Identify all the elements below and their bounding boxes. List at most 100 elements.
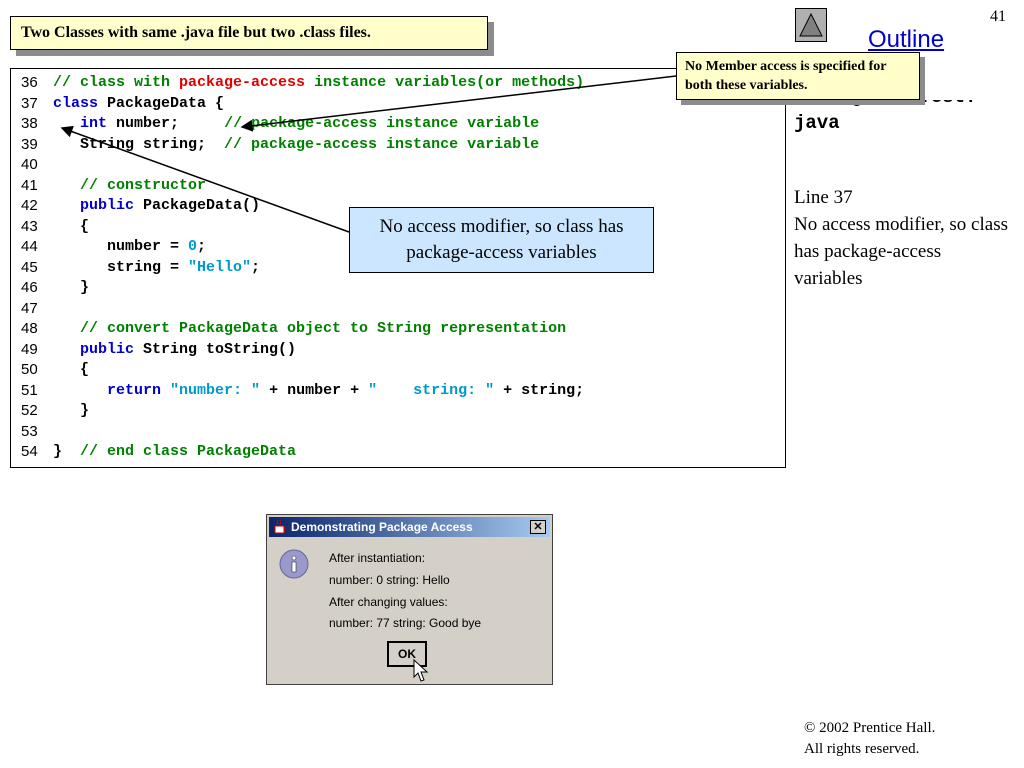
side-note: No access modifier, so class has package… <box>794 214 1008 289</box>
code-token: class <box>53 94 99 112</box>
dialog-title-bar: Demonstrating Package Access ✕ <box>269 517 550 537</box>
code-text: } // end class PackageData <box>53 442 296 462</box>
info-icon <box>279 549 309 579</box>
side-file-name: PackageDataTest. java <box>794 100 1020 136</box>
dialog-message-line: After changing values: <box>329 595 448 609</box>
code-token: "number: " <box>170 381 261 399</box>
code-token: + string; <box>494 381 585 399</box>
line-number: 36 <box>21 74 38 91</box>
copyright: © 2002 Prentice Hall. All rights reserve… <box>804 718 935 760</box>
code-token: // constructor <box>53 176 207 194</box>
line-number: 52 <box>21 402 38 419</box>
mouse-cursor-icon <box>413 659 429 682</box>
code-text: { <box>53 360 89 380</box>
side-file-name-line2: java <box>794 112 840 134</box>
code-token: } <box>53 279 90 296</box>
code-token: // package-access instance variable <box>224 135 540 153</box>
code-text: number = 0; <box>53 237 206 257</box>
code-token <box>53 341 80 358</box>
code-token: PackageData { <box>98 94 225 112</box>
class-access-callout: No access modifier, so class has package… <box>349 207 654 273</box>
code-token: return <box>107 381 162 399</box>
code-token: int <box>80 115 108 132</box>
code-token: package-access <box>179 74 306 91</box>
code-token <box>53 382 107 399</box>
dialog-message-line: After instantiation: <box>329 551 426 565</box>
line-number: 46 <box>21 279 38 296</box>
line-number: 47 <box>21 299 38 317</box>
code-token: + number + <box>260 381 369 399</box>
code-token: } <box>53 443 81 460</box>
code-token: // convert PackageData object to String … <box>53 320 567 337</box>
code-text: return "number: " + number + " string: "… <box>53 381 584 401</box>
code-text: // convert PackageData object to String … <box>53 319 566 339</box>
code-token: "Hello" <box>188 258 252 276</box>
code-token <box>53 115 80 132</box>
code-text: public String toString() <box>53 340 296 360</box>
line-number: 42 <box>21 197 38 214</box>
code-token <box>161 382 170 399</box>
line-number: 45 <box>21 258 38 276</box>
code-token: public <box>80 197 135 214</box>
code-token: { <box>53 217 90 235</box>
code-token: instance variables(or methods) <box>305 74 585 91</box>
code-token: PackageData() <box>134 197 261 214</box>
side-line-ref: Line 37 <box>794 187 853 208</box>
line-number: 43 <box>21 217 38 235</box>
line-number: 48 <box>21 320 38 337</box>
code-text: class PackageData { <box>53 94 224 114</box>
code-token: // end class PackageData <box>80 443 297 460</box>
code-token: } <box>53 402 90 419</box>
member-access-callout: No Member access is specified for both t… <box>676 52 920 100</box>
code-token: " string: " <box>368 381 495 399</box>
line-number: 39 <box>21 135 38 153</box>
code-token: 0 <box>188 238 198 255</box>
dialog-message-line: number: 0 string: Hello <box>329 573 450 587</box>
line-number: 41 <box>21 176 38 194</box>
code-token: { <box>53 361 90 378</box>
dialog-close-button[interactable]: ✕ <box>530 520 546 534</box>
code-text: public PackageData() <box>53 196 260 216</box>
line-number: 40 <box>21 156 38 173</box>
side-notes: Line 37 No access modifier, so class has… <box>794 184 1014 292</box>
triangle-up-icon <box>799 12 823 37</box>
line-number: 50 <box>21 361 38 378</box>
code-token <box>53 197 80 214</box>
line-number: 38 <box>21 115 38 132</box>
message-dialog: Demonstrating Package Access ✕ After ins… <box>266 514 553 685</box>
code-token: string = <box>53 258 189 276</box>
slide-title: Two Classes with same .java file but two… <box>10 16 488 50</box>
outline-link[interactable]: Outline <box>868 26 945 53</box>
code-text: int number; // package-access instance v… <box>53 114 539 134</box>
code-token: String toString() <box>134 340 297 358</box>
code-text: } <box>53 278 89 298</box>
line-number: 49 <box>21 340 38 358</box>
side-file-name-clipped: PackageDataTest. <box>794 100 1020 110</box>
copyright-line2: All rights reserved. <box>804 741 920 757</box>
code-token: ; <box>251 258 261 276</box>
code-token: public <box>80 340 135 358</box>
code-text: // class with package-access instance va… <box>53 73 584 93</box>
dialog-message-line: number: 77 string: Good bye <box>329 616 482 630</box>
slide-number: 41 <box>990 8 1006 25</box>
ok-button[interactable]: OK <box>387 641 427 667</box>
code-token: // package-access instance variable <box>224 115 540 132</box>
code-text: { <box>53 217 89 237</box>
dialog-title: Demonstrating Package Access <box>291 520 473 534</box>
line-number: 51 <box>21 381 38 399</box>
line-number: 37 <box>21 94 38 112</box>
line-number: 44 <box>21 238 38 255</box>
code-token: number; <box>107 115 225 132</box>
nav-up-button[interactable] <box>795 8 827 42</box>
java-cup-icon <box>274 519 286 534</box>
code-token: String string; <box>53 135 225 153</box>
code-text: // constructor <box>53 176 206 196</box>
copyright-line1: © 2002 Prentice Hall. <box>804 720 936 736</box>
line-number: 53 <box>21 422 38 440</box>
code-token: // class with <box>53 74 180 91</box>
code-token: number = <box>53 238 189 255</box>
code-token: ; <box>197 238 207 255</box>
line-number: 54 <box>21 443 38 460</box>
code-text: string = "Hello"; <box>53 258 260 278</box>
code-text: String string; // package-access instanc… <box>53 135 539 155</box>
